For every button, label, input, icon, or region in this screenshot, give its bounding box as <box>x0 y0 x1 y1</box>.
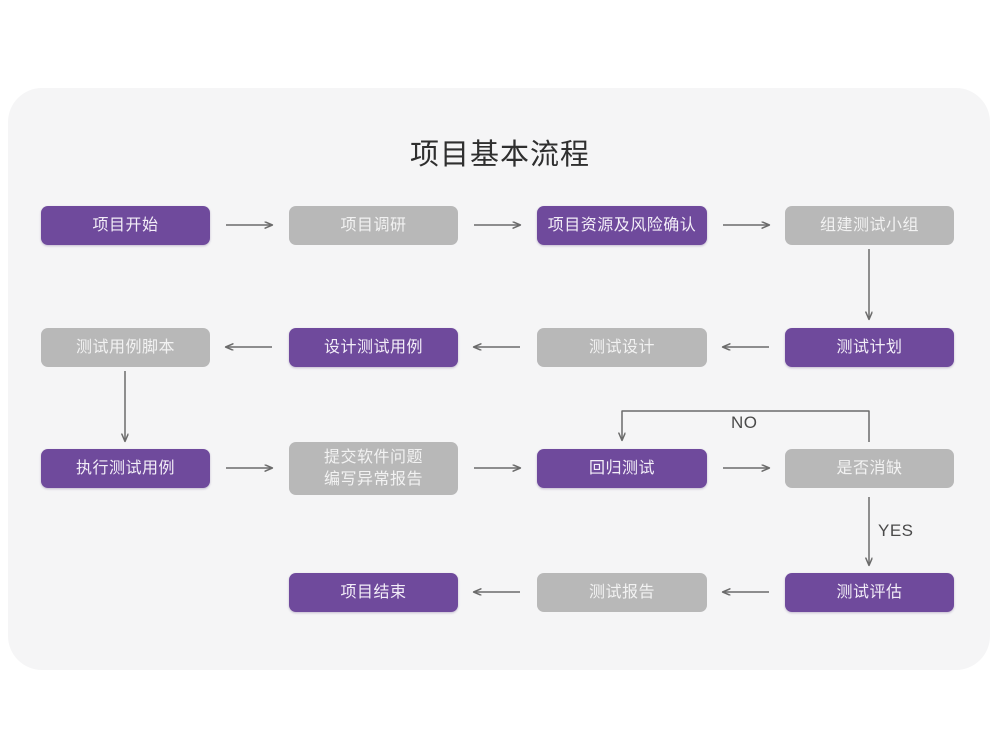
node-project-end[interactable]: 项目结束 <box>289 573 458 612</box>
node-project-research[interactable]: 项目调研 <box>289 206 458 245</box>
node-label-line-2: 编写异常报告 <box>323 470 423 488</box>
node-label: 项目调研 <box>340 216 407 234</box>
node-test-plan[interactable]: 测试计划 <box>785 328 954 367</box>
page-title: 项目基本流程 <box>409 139 590 171</box>
branch-label-yes: YES <box>878 521 914 540</box>
node-test-case-script[interactable]: 测试用例脚本 <box>41 328 210 367</box>
node-test-evaluation[interactable]: 测试评估 <box>785 573 954 612</box>
node-label: 测试设计 <box>588 338 655 356</box>
node-label: 项目资源及风险确认 <box>547 216 697 234</box>
node-label: 项目开始 <box>92 216 159 234</box>
node-regression-test[interactable]: 回归测试 <box>537 449 707 488</box>
node-label: 回归测试 <box>588 459 655 477</box>
node-label: 组建测试小组 <box>819 216 919 234</box>
node-execute-test-case[interactable]: 执行测试用例 <box>41 449 210 488</box>
node-label-block: 提交软件问题 编写异常报告 <box>324 447 423 490</box>
node-label: 设计测试用例 <box>323 338 423 356</box>
node-submit-defect-report[interactable]: 提交软件问题 编写异常报告 <box>289 442 458 495</box>
node-project-start[interactable]: 项目开始 <box>41 206 210 245</box>
node-test-design[interactable]: 测试设计 <box>537 328 707 367</box>
node-label: 测试用例脚本 <box>75 338 175 356</box>
node-label: 测试报告 <box>588 583 655 601</box>
node-defect-resolved-decision[interactable]: 是否消缺 <box>785 449 954 488</box>
node-label: 测试评估 <box>836 583 903 601</box>
node-label: 测试计划 <box>836 338 903 356</box>
node-resource-risk-confirm[interactable]: 项目资源及风险确认 <box>537 206 707 245</box>
node-label: 执行测试用例 <box>75 459 175 477</box>
branch-label-no: NO <box>731 413 758 432</box>
node-label: 是否消缺 <box>836 459 903 477</box>
node-label: 项目结束 <box>340 583 407 601</box>
node-label-line-1: 提交软件问题 <box>323 448 423 466</box>
node-build-test-team[interactable]: 组建测试小组 <box>785 206 954 245</box>
node-design-test-case[interactable]: 设计测试用例 <box>289 328 458 367</box>
node-test-report[interactable]: 测试报告 <box>537 573 707 612</box>
